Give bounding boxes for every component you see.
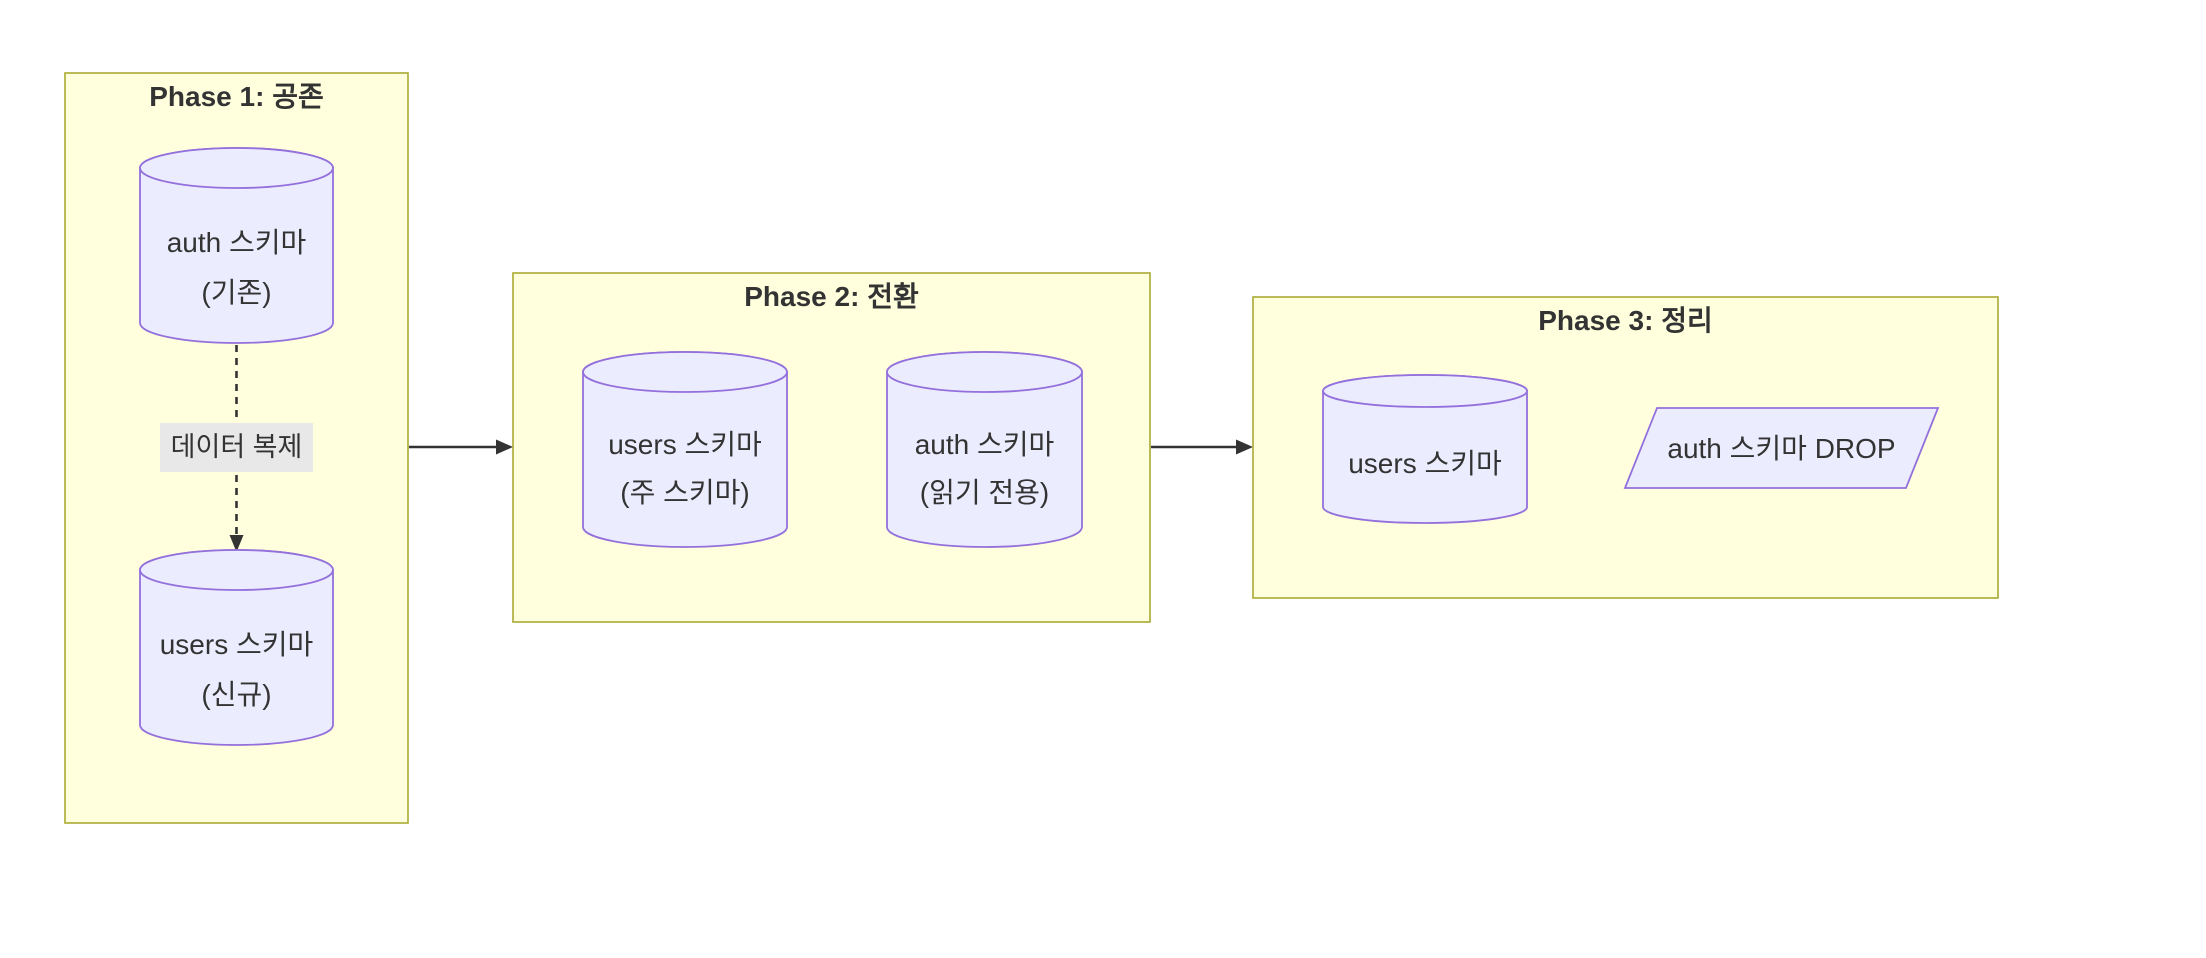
connection-phase1-phase2 (409, 439, 513, 455)
node-auth-schema-readonly: auth 스키마 (읽기 전용) (886, 351, 1083, 548)
arrowhead-down-icon (229, 535, 244, 552)
cylinder-top-rim (139, 147, 334, 189)
cylinder-top-rim (886, 351, 1083, 393)
node-auth-schema-drop: auth 스키마 DROP (1623, 407, 1940, 489)
node-label-line: auth 스키마 DROP (1667, 433, 1895, 464)
cylinder-top-rim (1322, 374, 1528, 408)
cylinder-top-rim (139, 549, 334, 591)
node-auth-schema-old: auth 스키마 (기존) (139, 147, 334, 344)
phase-2-subgraph: Phase 2: 전환 users 스키마 (주 스키마) auth 스키마 (… (512, 272, 1151, 623)
node-label-line: users 스키마 (160, 629, 314, 660)
parallelogram-shape (1623, 407, 1940, 489)
cylinder-top-rim (582, 351, 788, 393)
phase-1-title: Phase 1: 공존 (149, 81, 323, 112)
phase-3-title: Phase 3: 정리 (1538, 305, 1712, 336)
phase-1-subgraph: Phase 1: 공존 auth 스키마 (기존) 데이터 복제 users 스… (64, 72, 409, 824)
node-users-schema-new: users 스키마 (신규) (139, 549, 334, 746)
node-label-line: auth 스키마 (915, 429, 1055, 460)
edge-label-background (160, 423, 313, 472)
node-label-line: (읽기 전용) (920, 477, 1049, 508)
node-label-line: auth 스키마 (167, 227, 307, 258)
node-label-line: users 스키마 (1348, 448, 1502, 479)
node-users-schema-main: users 스키마 (주 스키마) (582, 351, 788, 548)
connection-phase2-phase3 (1151, 439, 1253, 455)
phase-3-subgraph: Phase 3: 정리 users 스키마 auth 스키마 DROP (1252, 296, 1999, 599)
edge-data-replication: 데이터 복제 (160, 345, 313, 552)
phase-2-title: Phase 2: 전환 (744, 281, 919, 312)
node-label-line: (신규) (201, 679, 271, 710)
node-label-line: (기존) (201, 277, 271, 308)
edge-label: 데이터 복제 (171, 432, 303, 462)
node-users-schema-final: users 스키마 (1322, 374, 1528, 524)
node-label-line: users 스키마 (608, 429, 762, 460)
arrowhead-right-icon (496, 439, 513, 455)
arrowhead-right-icon (1236, 439, 1253, 455)
node-label-line: (주 스키마) (620, 477, 749, 508)
